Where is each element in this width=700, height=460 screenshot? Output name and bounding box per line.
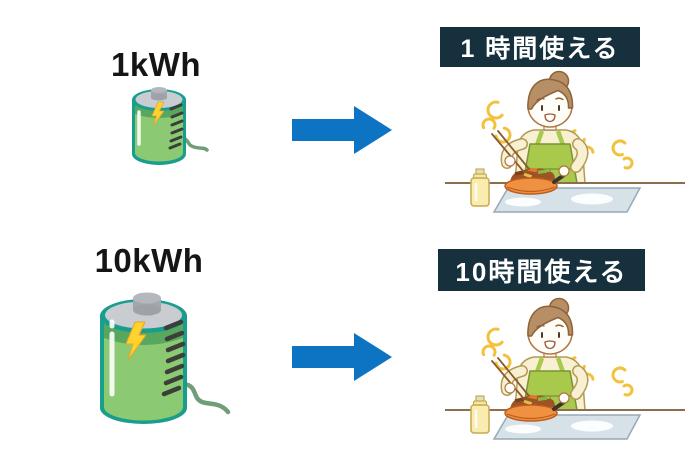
woman-cooking-illustration [430,68,690,218]
capacity-label-1kwh: 1kWh [110,46,201,83]
woman-cooking-illustration [430,295,690,445]
battery-small-icon [132,87,209,165]
capacity-label-10kwh: 10kWh [94,242,204,279]
duration-badge-10hours: 10時間使える [438,249,645,291]
battery-large-icon [100,292,231,424]
duration-badge-1hour: 1 時間使える [440,27,640,67]
arrow-right-icon [292,106,392,154]
arrow-right-icon [292,333,392,381]
